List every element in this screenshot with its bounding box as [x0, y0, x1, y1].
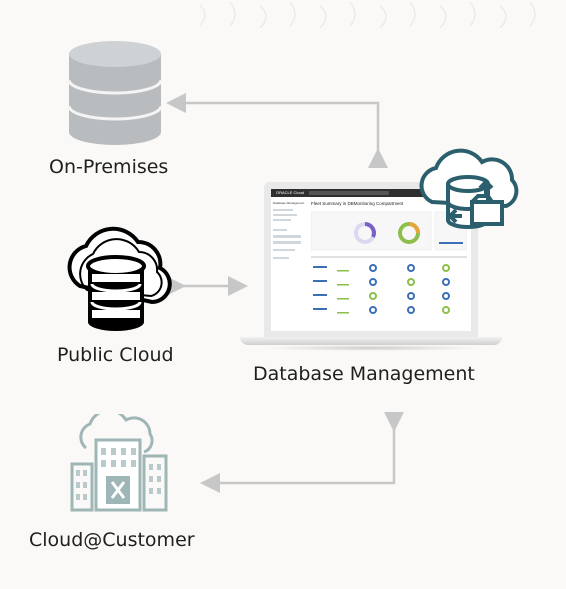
console-sidebar: Database Management	[273, 201, 307, 280]
database-management-label: Database Management	[253, 363, 475, 385]
on-premises-database-icon	[67, 41, 163, 145]
cloud-at-customer-building-icon	[70, 414, 168, 512]
arrow-cloud-at-customer	[200, 412, 404, 493]
laptop-base	[240, 337, 502, 345]
decorative-leaf-pattern	[199, 1, 536, 29]
dashboard-widgets	[310, 211, 468, 314]
console-topbar: ORACLE Cloud	[271, 189, 471, 197]
laptop-screen: ORACLE Cloud Database Management Fleet S…	[264, 182, 478, 337]
public-cloud-database-icon	[67, 226, 172, 331]
public-cloud-label: Public Cloud	[57, 344, 174, 366]
console-main: Fleet Summary in DBMonitoring Compartmen…	[310, 201, 468, 331]
cloud-at-customer-label: Cloud@Customer	[29, 529, 195, 551]
sidebar-lines	[273, 209, 301, 259]
console-brand: ORACLE Cloud	[276, 190, 305, 195]
laptop-shadow	[260, 345, 482, 351]
on-premises-label: On-Premises	[49, 156, 169, 178]
dashboard-page-title: Fleet Summary in DBMonitoring Compartmen…	[311, 201, 404, 206]
dashboard-display: ORACLE Cloud Database Management Fleet S…	[271, 189, 471, 331]
console-search-bar	[309, 191, 389, 195]
arrow-on-premises	[166, 93, 388, 168]
sidebar-title: Database Management	[273, 201, 305, 205]
database-management-laptop: ORACLE Cloud Database Management Fleet S…	[240, 182, 502, 351]
cloud-database-migration-icon	[419, 148, 519, 229]
